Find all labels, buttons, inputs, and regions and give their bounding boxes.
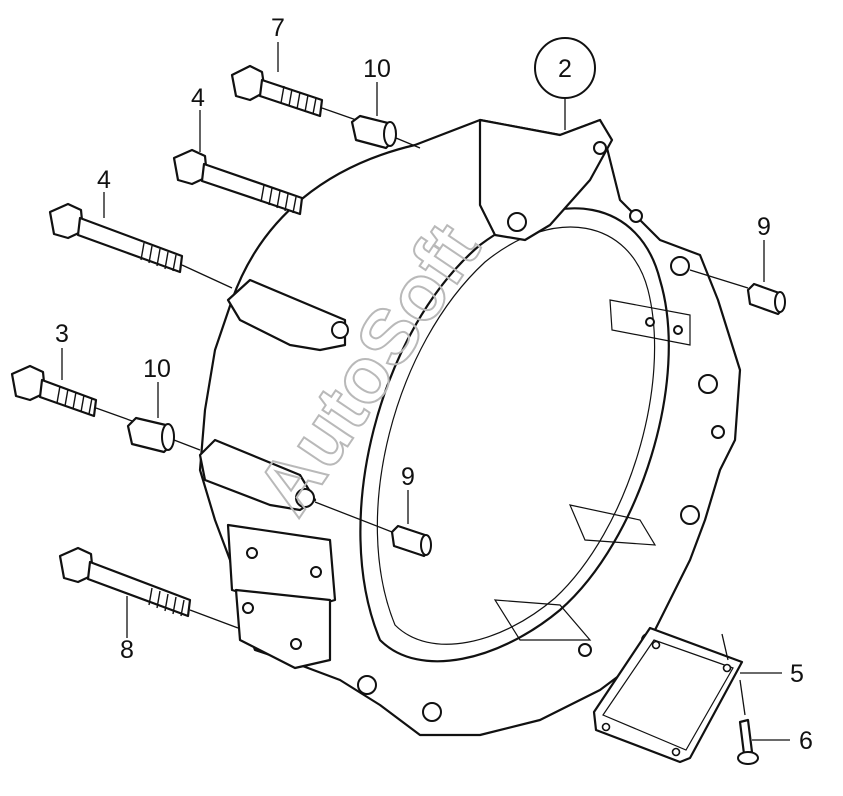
callout-9-center: 9 [401,463,415,491]
callout-7: 7 [271,14,285,42]
cover-plate-5 [592,626,744,764]
bolt-7 [230,64,363,123]
bolt-4-lower [48,202,233,289]
dowel-9-center [314,501,432,558]
bolt-3 [10,364,136,423]
callout-10-lower: 10 [143,355,171,383]
callout-4-upper: 4 [191,84,205,112]
callout-6: 6 [799,727,813,755]
callout-9-right: 9 [757,213,771,241]
callout-10-upper: 10 [363,55,391,83]
leader-lines [61,42,790,741]
callout-8: 8 [120,636,134,664]
callout-circle-2 [534,37,596,99]
callout-4-lower: 4 [97,166,111,194]
callout-2: 2 [558,55,572,83]
sleeve-10-upper [350,114,421,150]
screw-6 [737,679,759,765]
bolt-8 [58,546,239,629]
bolt-4-upper [172,148,304,216]
callout-3: 3 [55,320,69,348]
flywheel-housing [198,118,742,737]
sleeve-10-lower [126,416,201,454]
callout-5: 5 [790,660,804,688]
dowel-9-right [689,269,786,316]
